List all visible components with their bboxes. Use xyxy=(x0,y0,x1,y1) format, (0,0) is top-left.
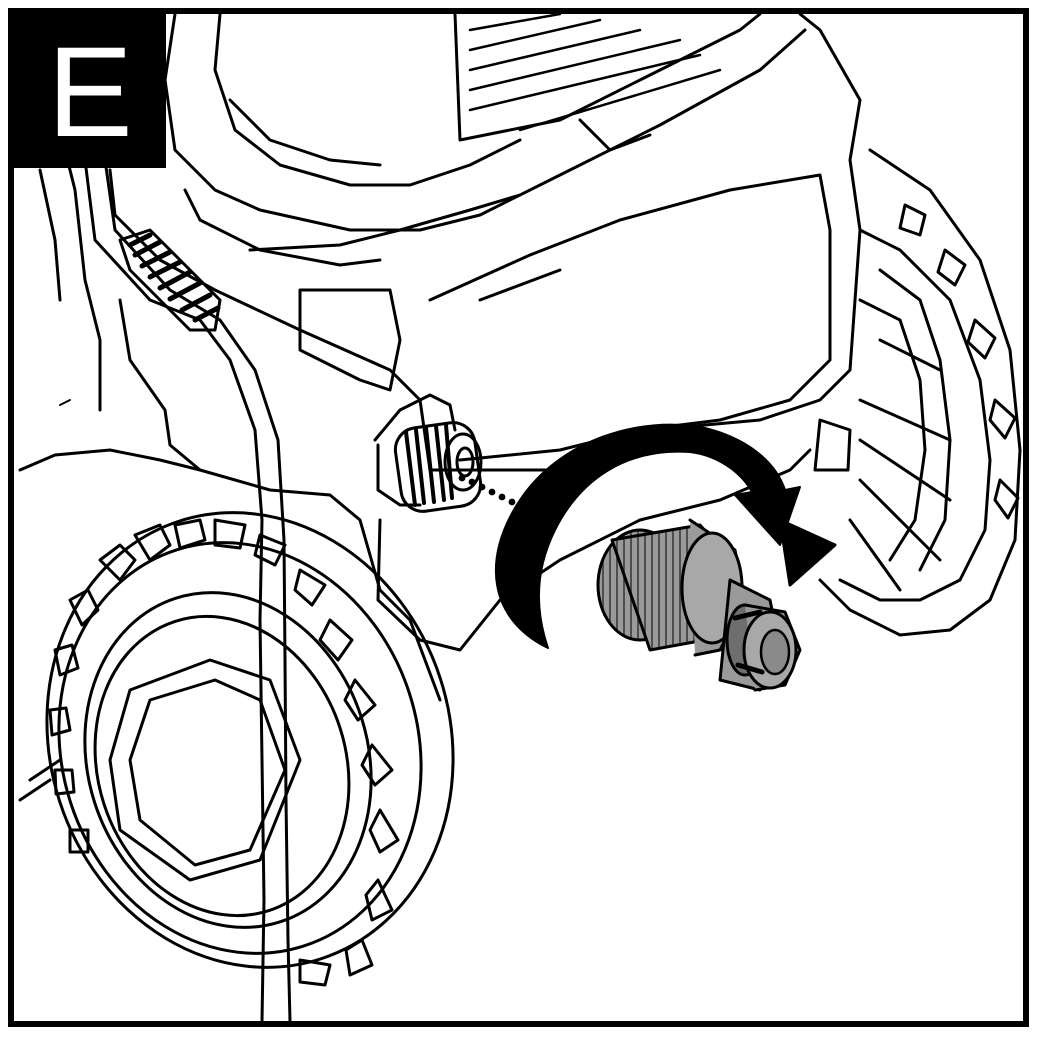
step-badge: E xyxy=(14,14,166,168)
hose-adapter xyxy=(596,518,802,692)
front-wheel xyxy=(18,511,455,987)
water-inlet-port xyxy=(373,393,483,513)
clockwise-rotate-arrow-icon xyxy=(494,423,801,649)
step-letter: E xyxy=(47,21,133,164)
power-cord xyxy=(83,158,292,1021)
rear-wheel xyxy=(813,148,1022,637)
